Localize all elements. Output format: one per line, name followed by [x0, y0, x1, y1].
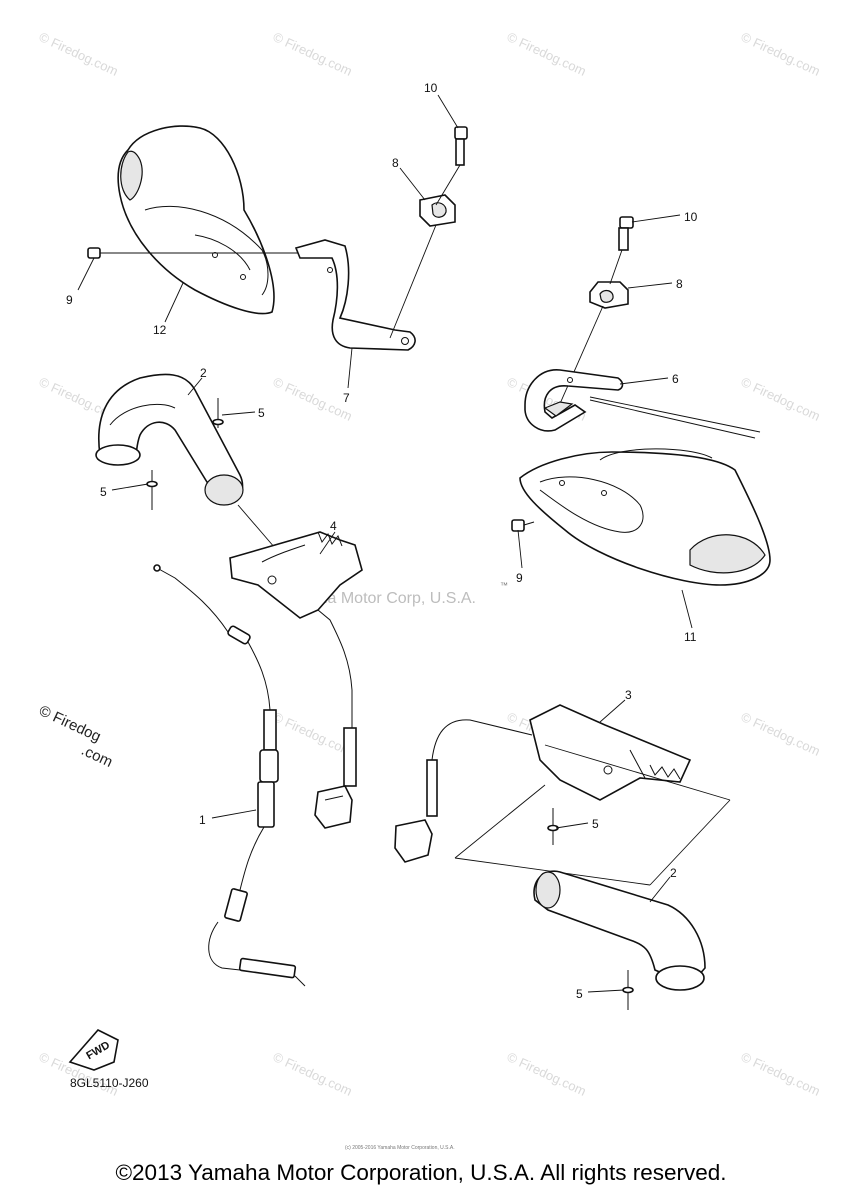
fwd-arrow-icon: FWD — [68, 1029, 119, 1071]
watermark-side-line2: .com — [79, 742, 116, 771]
bolt-right — [618, 216, 634, 251]
callout-8: 8 — [676, 277, 683, 291]
screw-left — [87, 247, 300, 259]
callout-10: 10 — [684, 210, 698, 224]
copyright-notice: ©2013 Yamaha Motor Corporation, U.S.A. A… — [115, 1160, 727, 1185]
callout-5: 5 — [592, 817, 599, 831]
alignment-lines — [454, 744, 731, 886]
callout-2: 2 — [200, 366, 207, 380]
bracket-right — [524, 369, 624, 432]
callout-2: 2 — [670, 866, 677, 880]
callout-6: 6 — [672, 372, 679, 386]
connector-right — [394, 759, 438, 863]
callout-8: 8 — [392, 156, 399, 170]
callout-11: 11 — [684, 630, 697, 644]
watermark-side-line1: © Firedog — [36, 702, 103, 745]
watermark-tm: ™ — [500, 581, 508, 590]
callout-leaders — [77, 94, 693, 993]
callout-labels: 10 8 9 12 7 10 8 6 2 5 5 4 9 11 3 5 1 2 … — [66, 81, 698, 1001]
callout-7: 7 — [343, 391, 350, 405]
bolt-left — [454, 126, 468, 166]
watermark: © Firedog.com — [739, 1049, 823, 1099]
fine-print: (c) 2005-2016 Yamaha Motor Corporation, … — [345, 1145, 455, 1151]
callout-3: 3 — [625, 688, 632, 702]
watermark: © Firedog.com — [505, 29, 589, 79]
watermark: © Firedog.com — [505, 1049, 589, 1099]
watermark: © Firedog.com — [271, 709, 355, 759]
watermark-side: © Firedog .com — [36, 702, 116, 771]
throttle-cable — [153, 564, 306, 987]
bracket-left — [294, 239, 416, 351]
grip-lower — [533, 870, 706, 991]
hand-guard-right — [519, 448, 771, 586]
watermark: © Firedog.com — [37, 29, 121, 79]
callout-9: 9 — [66, 293, 73, 307]
callout-5: 5 — [258, 406, 265, 420]
rivet-4 — [622, 970, 634, 1010]
callout-5: 5 — [576, 987, 583, 1001]
callout-9: 9 — [516, 571, 523, 585]
watermark: © Firedog.com — [739, 29, 823, 79]
watermark: © Firedog.com — [271, 1049, 355, 1099]
clamp-left — [419, 194, 456, 227]
watermark: © Firedog.com — [739, 709, 823, 759]
callout-1: 1 — [199, 813, 206, 827]
grip-heater-left — [229, 531, 363, 728]
callout-5: 5 — [100, 485, 107, 499]
grip-heater-right — [431, 704, 692, 801]
callout-10: 10 — [424, 81, 438, 95]
hand-guard-left — [117, 125, 275, 315]
rivet-1 — [212, 398, 224, 428]
clamp-right — [589, 281, 629, 309]
connector-left — [314, 727, 357, 829]
watermark: © Firedog.com — [271, 29, 355, 79]
rivet-3 — [547, 808, 559, 845]
callout-4: 4 — [330, 519, 337, 533]
watermark: © Firedog.com — [271, 374, 355, 424]
callout-12: 12 — [153, 323, 167, 337]
part-code: 8GL5110-J260 — [70, 1076, 149, 1090]
watermark: © Firedog.com — [739, 374, 823, 424]
screw-right — [511, 519, 535, 532]
rivet-2 — [146, 470, 158, 510]
grip-upper — [95, 373, 244, 506]
